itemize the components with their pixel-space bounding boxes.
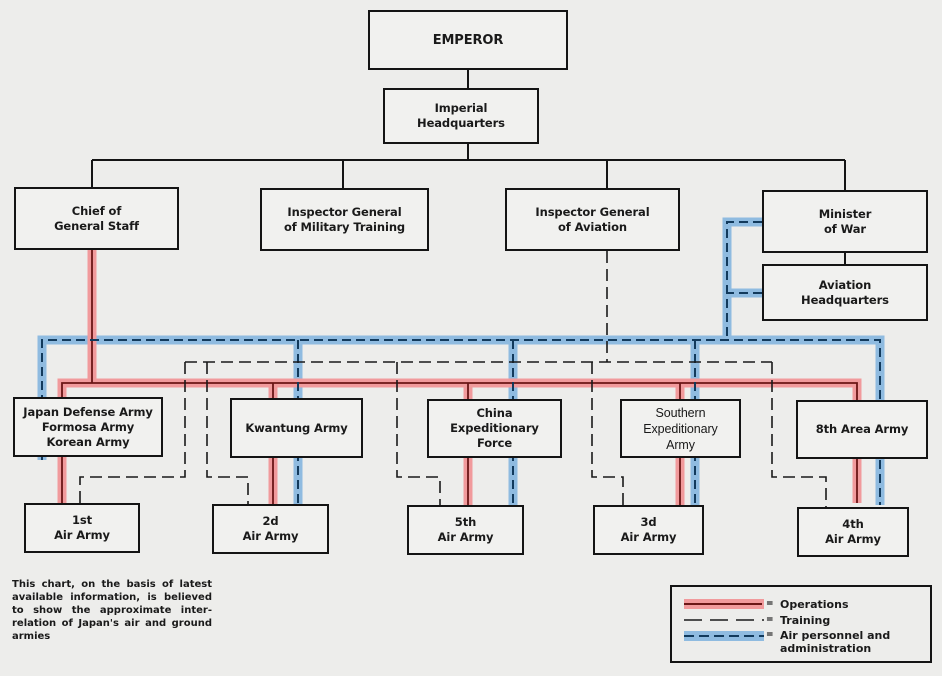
training-line	[206, 362, 249, 504]
legend-item-operations: = Operations	[672, 597, 849, 611]
node-8th-area-army: 8th Area Army	[796, 400, 928, 459]
node-aviation-headquarters: Aviation Headquarters	[762, 264, 928, 321]
legend-equals: =	[766, 599, 774, 609]
node-4th-air-army: 4th Air Army	[797, 507, 909, 557]
legend-swatch-training	[684, 619, 764, 621]
legend-swatch-administration	[684, 631, 764, 641]
legend-swatch-operations	[684, 599, 764, 609]
node-3d-air-army: 3d Air Army	[593, 505, 704, 555]
legend-label-operations: Operations	[780, 597, 849, 611]
node-southern-expeditionary-army: Southern Expeditionary Army	[620, 399, 741, 458]
node-inspector-general-military-training: Inspector General of Military Training	[260, 188, 429, 251]
administration-line	[726, 221, 762, 340]
legend-equals: =	[766, 615, 774, 625]
node-china-expeditionary-force: China Expeditionary Force	[427, 399, 562, 458]
training-line	[771, 362, 827, 507]
legend-equals: =	[766, 630, 774, 640]
legend-label-training: Training	[780, 613, 831, 627]
legend-item-training: = Training	[672, 613, 830, 627]
node-chief-of-general-staff: Chief of General Staff	[14, 187, 179, 250]
node-minister-of-war: Minister of War	[762, 190, 928, 253]
node-kwantung-army: Kwantung Army	[230, 398, 363, 458]
legend-label-administration: Air personnel and administration	[780, 629, 891, 655]
node-japan-defense-army: Japan Defense Army Formosa Army Korean A…	[13, 397, 163, 457]
node-5th-air-army: 5th Air Army	[407, 505, 524, 555]
node-2d-air-army: 2d Air Army	[212, 504, 329, 554]
node-1st-air-army: 1st Air Army	[24, 503, 140, 553]
administration-line-halo	[722, 217, 762, 340]
training-line	[591, 362, 624, 505]
node-imperial-headquarters: Imperial Headquarters	[383, 88, 539, 144]
legend: = Operations = Training = Air personnel …	[670, 585, 932, 663]
node-inspector-general-aviation: Inspector General of Aviation	[505, 188, 680, 251]
node-emperor: EMPEROR	[368, 10, 568, 70]
training-line	[79, 362, 186, 503]
training-line	[396, 362, 441, 505]
chart-note: This chart, on the basis of latest avail…	[12, 579, 212, 642]
legend-item-administration: = Air personnel and administration	[672, 629, 890, 659]
